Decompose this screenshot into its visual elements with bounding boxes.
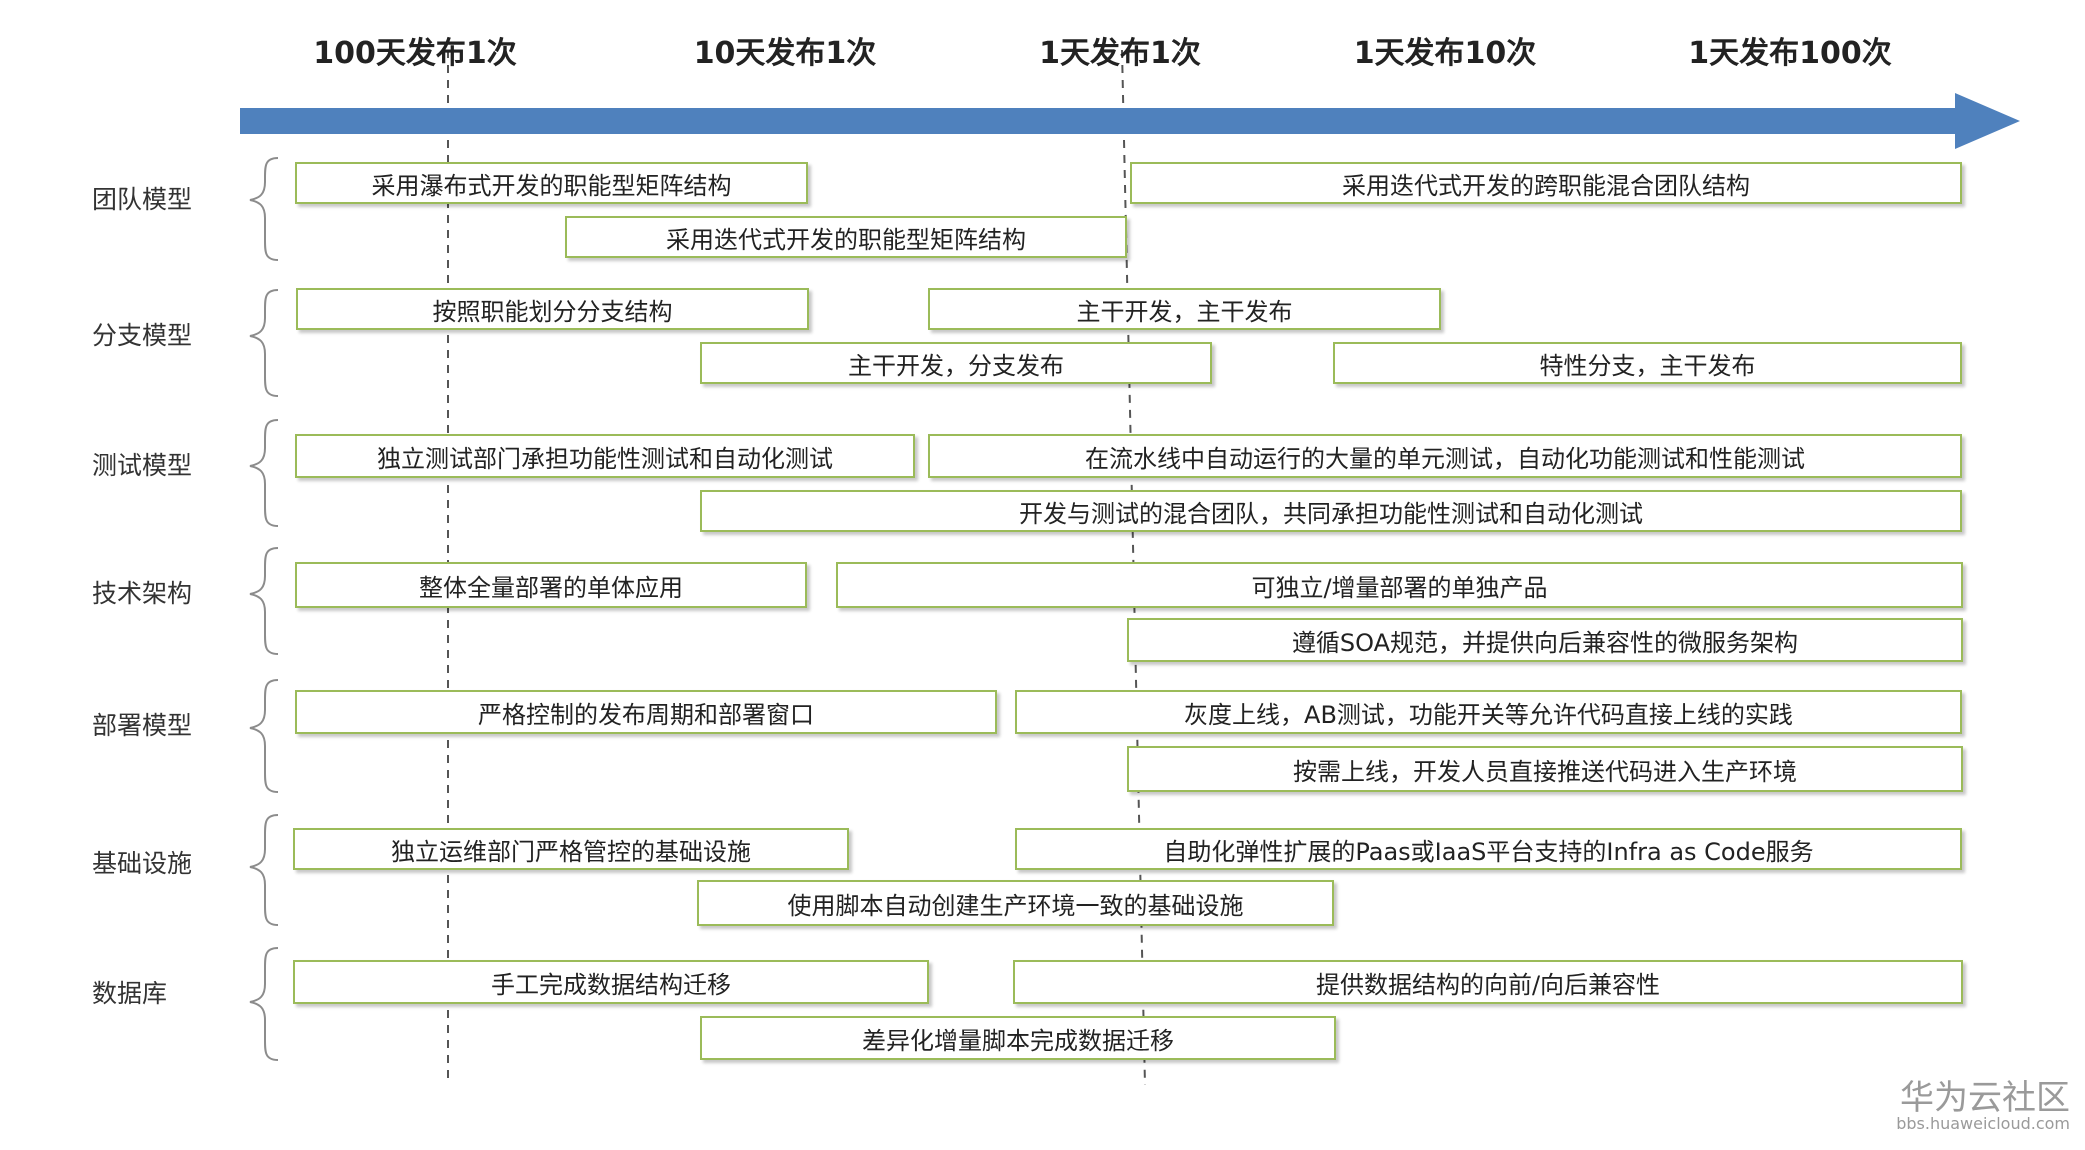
practice-box: 差异化增量脚本完成数据迁移 (700, 1016, 1336, 1060)
practice-box: 主干开发，分支发布 (700, 342, 1212, 384)
row-label-team-model: 团队模型 (92, 185, 193, 214)
watermark-brand: 华为云社区 (1900, 1078, 2070, 1118)
practice-box: 灰度上线，AB测试，功能开关等允许代码直接上线的实践 (1015, 690, 1962, 734)
practice-box: 自助化弹性扩展的Paas或IaaS平台支持的Infra as Code服务 (1015, 828, 1962, 870)
practice-box: 开发与测试的混合团队，共同承担功能性测试和自动化测试 (700, 490, 1962, 532)
practice-box: 主干开发，主干发布 (928, 288, 1441, 330)
brace-branch-model (249, 289, 279, 397)
timeline-header-1-day-10-releases: 1天发布10次 (1353, 36, 1537, 71)
timeline-arrow (240, 93, 2020, 149)
watermark-url: bbs.huaweicloud.com (1896, 1114, 2070, 1133)
practice-box: 可独立/增量部署的单独产品 (836, 562, 1963, 608)
timeline-header-10-days-1-release: 10天发布1次 (693, 36, 877, 71)
row-label-deploy-model: 部署模型 (92, 711, 193, 740)
practice-box: 按需上线，开发人员直接推送代码进入生产环境 (1127, 746, 1963, 792)
brace-infrastructure (249, 814, 279, 926)
practice-box: 特性分支，主干发布 (1333, 342, 1962, 384)
practice-box: 独立运维部门严格管控的基础设施 (293, 828, 849, 870)
practice-box: 按照职能划分分支结构 (296, 288, 809, 330)
brace-test-model (249, 419, 279, 527)
brace-database (249, 947, 279, 1061)
practice-box: 独立测试部门承担功能性测试和自动化测试 (295, 434, 915, 478)
row-label-branch-model: 分支模型 (92, 321, 193, 350)
row-label-infrastructure: 基础设施 (92, 849, 193, 878)
practice-box: 严格控制的发布周期和部署窗口 (295, 690, 997, 734)
practice-box: 遵循SOA规范，并提供向后兼容性的微服务架构 (1127, 618, 1963, 662)
timeline-header-1-day-100-releases: 1天发布100次 (1688, 36, 1892, 71)
brace-architecture (249, 547, 279, 655)
practice-box: 在流水线中自动运行的大量的单元测试，自动化功能测试和性能测试 (928, 434, 1962, 478)
row-label-test-model: 测试模型 (92, 451, 193, 480)
practice-box: 手工完成数据结构迁移 (293, 960, 929, 1004)
row-braces (249, 157, 279, 1061)
brace-deploy-model (249, 679, 279, 793)
practice-box: 使用脚本自动创建生产环境一致的基础设施 (697, 880, 1334, 926)
brace-team-model (249, 157, 279, 261)
practice-box: 整体全量部署的单体应用 (295, 562, 807, 608)
practice-box: 采用迭代式开发的职能型矩阵结构 (565, 216, 1127, 258)
practice-box: 提供数据结构的向前/向后兼容性 (1013, 960, 1963, 1004)
row-label-architecture: 技术架构 (92, 579, 193, 608)
practice-box: 采用迭代式开发的跨职能混合团队结构 (1130, 162, 1962, 204)
practice-box: 采用瀑布式开发的职能型矩阵结构 (295, 162, 808, 204)
timeline-header-100-days-1-release: 100天发布1次 (313, 36, 517, 71)
timeline-header-1-day-1-release: 1天发布1次 (1039, 36, 1201, 71)
row-label-database: 数据库 (92, 979, 168, 1008)
